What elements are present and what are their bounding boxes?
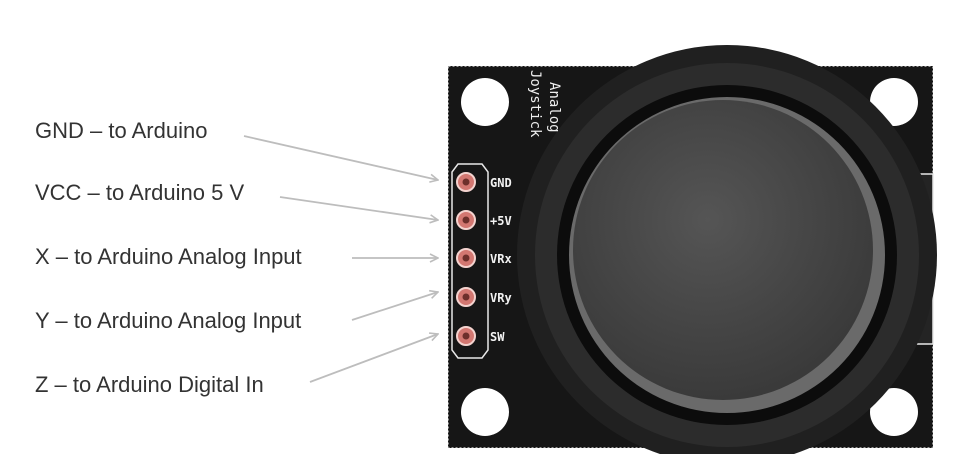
label-x: X – to Arduino Analog Input [35, 244, 302, 269]
pin-hole-sw [462, 332, 470, 340]
arrow-y [351, 292, 438, 321]
label-y: Y – to Arduino Analog Input [35, 308, 302, 333]
pin-label-gnd: GND [490, 176, 512, 190]
label-z: Z – to Arduino Digital In [35, 372, 264, 397]
pin-label-vrx: VRx [490, 252, 512, 266]
pin-hole-vry [462, 293, 470, 301]
label-gnd: GND – to Arduino [35, 118, 208, 143]
pin-hole-gnd [462, 178, 470, 186]
pin-hole-5v [462, 216, 470, 224]
pin-label-sw: SW [490, 330, 505, 344]
board-title-line2: Joystick [527, 70, 543, 138]
pin-label-vry: VRy [490, 291, 512, 305]
arrow-gnd [243, 135, 438, 180]
arrow-vcc [279, 196, 438, 220]
board-title-line1: Analog [546, 82, 562, 133]
mount-hole-top-left [461, 78, 509, 126]
label-vcc: VCC – to Arduino 5 V [35, 180, 245, 205]
pin-header-outline [451, 163, 489, 359]
arrow-z [309, 334, 438, 383]
mount-hole-bottom-left [461, 388, 509, 436]
pin-pads [456, 172, 476, 346]
joystick-knob [573, 100, 873, 400]
mount-hole-bottom-right [870, 388, 918, 436]
pin-hole-vrx [462, 254, 470, 262]
pin-label-5v: +5V [490, 214, 512, 228]
